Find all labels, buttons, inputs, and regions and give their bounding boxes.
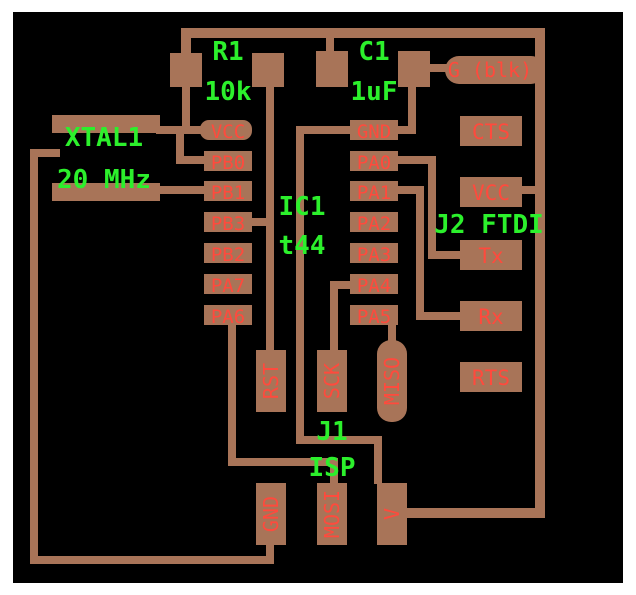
- r1-pad-right: [252, 53, 284, 87]
- j1-value: ISP: [309, 453, 356, 483]
- ic-right-pin-label: PA4: [357, 275, 391, 297]
- ftdi-pad-2: [460, 116, 522, 146]
- isp-pin-label: GND: [259, 496, 283, 532]
- ic-pad-left-5: [204, 243, 252, 263]
- silkscreen-labels: R1 10k C1 1uF XTAL1 20 MHz IC1 t44 J2 FT…: [57, 37, 544, 483]
- ic-left-pin-label: PB1: [211, 182, 245, 204]
- ic-left-pin-label: PB3: [211, 213, 245, 235]
- ic-pad-right-1: [350, 120, 398, 140]
- ftdi-pin-label: RTS: [472, 366, 510, 390]
- ic-pad-right-4: [350, 212, 398, 232]
- ic-pad-right-2: [350, 151, 398, 171]
- ftdi-pin-label: CTS: [472, 120, 510, 144]
- ftdi-pad-1: [445, 56, 545, 84]
- ftdi-pin-label: G (blk): [448, 58, 532, 82]
- c1-pad-right: [398, 51, 430, 87]
- isp-pad-4: [256, 483, 286, 545]
- ic-pad-left-3: [204, 181, 252, 201]
- ic-pad-left-6: [204, 274, 252, 294]
- ic-pad-right-5: [350, 243, 398, 263]
- isp-pin-label: V: [380, 508, 404, 520]
- ftdi-pad-5: [460, 301, 522, 331]
- pad-labels: VCC PB0 PB1 PB3 PB2 PA7 PA6 GND PA0 PA1 …: [211, 58, 532, 538]
- ic-right-pin-label: PA5: [357, 306, 391, 328]
- isp-pin-label: RST: [259, 363, 283, 399]
- ic-left-pin-label: PA7: [211, 275, 245, 297]
- isp-pad-6: [377, 483, 407, 545]
- ftdi-pad-3: [460, 177, 522, 207]
- ic-left-pin-label: PA6: [211, 306, 245, 328]
- xtal1-designator: XTAL1: [65, 123, 143, 153]
- isp-pin-label: SCK: [320, 363, 344, 399]
- isp-pin-label: MISO: [380, 357, 404, 405]
- r1-value: 10k: [205, 77, 252, 107]
- xtal1-value: 20 MHz: [57, 165, 151, 195]
- ic-right-pin-label: PA1: [357, 182, 391, 204]
- trace-gnd: [296, 126, 382, 484]
- ic1-value: t44: [279, 231, 326, 261]
- xtal1-pad-bottom: [52, 183, 160, 201]
- ic-left-pin-label: PB2: [211, 244, 245, 266]
- trace-vcc-top-loop: [181, 28, 545, 518]
- ic-pad-right-3: [350, 181, 398, 201]
- ic-right-pin-label: PA2: [357, 213, 391, 235]
- ic-pad-left-1: [200, 120, 252, 140]
- isp-pad-3: [377, 340, 407, 422]
- ftdi-pad-4: [460, 240, 522, 270]
- j1-designator: J1: [316, 417, 347, 447]
- ftdi-pad-6: [460, 362, 522, 392]
- ftdi-pin-label: Rx: [478, 305, 503, 329]
- isp-pad-1: [256, 350, 286, 412]
- trace-gnd-loop: [30, 149, 274, 564]
- ic-pad-right-6: [350, 274, 398, 294]
- ic-left-pin-label: PB0: [211, 152, 245, 174]
- trace-pa1-rx: [374, 186, 466, 320]
- isp-pin-label: MOSI: [320, 490, 344, 538]
- ftdi-pin-label: VCC: [472, 181, 510, 205]
- ic-pad-left-2: [204, 151, 252, 171]
- trace-pa6-mosi: [228, 312, 338, 489]
- ic-pad-left-4: [204, 212, 252, 232]
- xtal1-pad-top: [52, 115, 160, 133]
- ic-pad-right-7: [350, 305, 398, 325]
- r1-pad-left: [170, 53, 202, 87]
- ic-right-pin-label: PA0: [357, 152, 391, 174]
- isp-pad-2: [317, 350, 347, 412]
- ftdi-pin-label: Tx: [478, 244, 503, 268]
- ic-right-pin-label: PA3: [357, 244, 391, 266]
- isp-pad-5: [317, 483, 347, 545]
- c1-value: 1uF: [351, 77, 398, 107]
- r1-designator: R1: [212, 37, 243, 67]
- ic-pad-left-7: [204, 305, 252, 325]
- ic1-designator: IC1: [279, 192, 326, 222]
- ic-left-pin-label: VCC: [211, 121, 245, 143]
- trace-pa0-tx: [374, 156, 466, 259]
- ic-right-pin-label: GND: [357, 121, 391, 143]
- j2-designator: J2 FTDI: [434, 210, 544, 240]
- c1-designator: C1: [358, 37, 389, 67]
- c1-pad-left: [316, 51, 348, 87]
- trace-xtal-pb0: [156, 126, 222, 164]
- pads: [52, 51, 545, 545]
